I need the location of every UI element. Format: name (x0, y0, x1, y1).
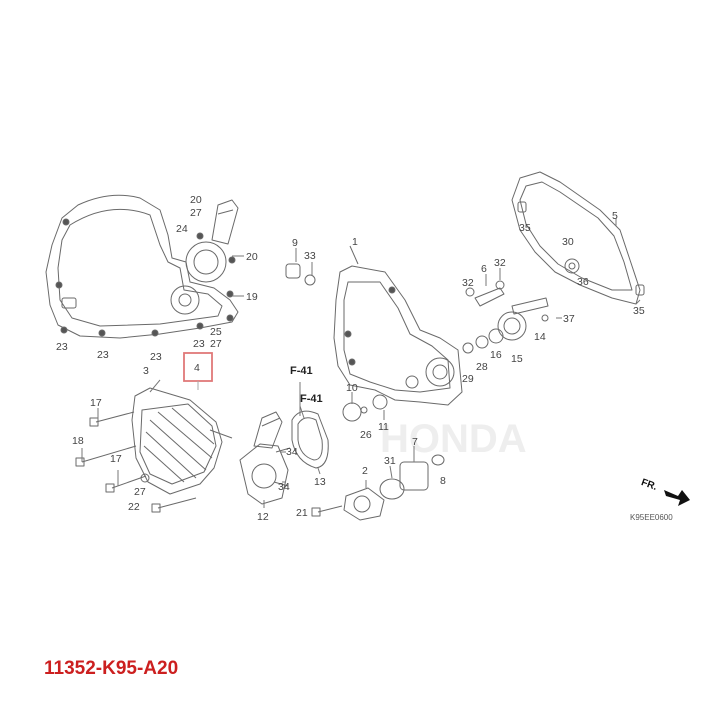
bolts-drawing (75, 411, 197, 513)
callout-label: 6 (481, 263, 487, 275)
pump-gasket-drawing (291, 410, 329, 469)
callout-label: 35 (633, 305, 645, 317)
callout-label: 34 (278, 481, 290, 493)
callout-label: 30 (562, 236, 574, 248)
callout-label: 26 (360, 429, 372, 441)
ref-label: F-41 (300, 393, 323, 405)
leader-lines (81, 218, 641, 508)
callout-label: 9 (292, 237, 298, 249)
callout-label: 31 (384, 455, 396, 467)
part-number-label: 11352-K95-A20 (44, 658, 179, 679)
callout-label: 36 (577, 276, 589, 288)
callout-label: 29 (462, 373, 474, 385)
diagram-code: K95EE0600 (630, 513, 673, 522)
callout-label: 10 (346, 382, 358, 394)
crankcase-assembly-drawing (333, 245, 463, 406)
callout-label: 8 (440, 475, 446, 487)
ref-label: F-41 (290, 365, 313, 377)
callout-label: 23 (193, 338, 205, 350)
outer-cover-drawing (131, 387, 233, 495)
shaft-gear-drawing (462, 258, 580, 354)
callout-label: 15 (511, 353, 523, 365)
callout-label: 28 (476, 361, 488, 373)
callout-label: 3 (143, 365, 149, 377)
callout-label: 21 (296, 507, 308, 519)
callout-label: 16 (490, 349, 502, 361)
callout-label: 4 (194, 362, 200, 374)
callout-label: 12 (257, 511, 269, 523)
callout-label: 7 (412, 436, 418, 448)
callout-label: 23 (97, 349, 109, 361)
callout-label: 17 (90, 397, 102, 409)
callout-label: 24 (176, 223, 188, 235)
callout-label: 19 (246, 291, 258, 303)
forward-arrow: FR. (640, 477, 690, 506)
crankcase-cover-drawing (45, 194, 239, 339)
callout-label: 20 (246, 251, 258, 263)
water-pump-drawing (239, 411, 291, 505)
callout-label: 22 (128, 501, 140, 513)
callout-label: 1 (352, 236, 358, 248)
callout-label: 2 (362, 465, 368, 477)
callout-label: 17 (110, 453, 122, 465)
callout-label: 27 (190, 207, 202, 219)
svg-text:FR.: FR. (640, 477, 659, 493)
callout-label: 27 (134, 486, 146, 498)
callout-label: 32 (494, 257, 506, 269)
oil-cap-drawing (285, 263, 316, 286)
callout-label: 23 (56, 341, 68, 353)
callout-label: 27 (210, 338, 222, 350)
callout-label: 33 (304, 250, 316, 262)
callout-label: 14 (534, 331, 546, 343)
honda-watermark: HONDA (380, 417, 527, 461)
highlighted-callout: 4 (183, 352, 213, 390)
callout-label: 32 (462, 277, 474, 289)
callout-label: 34 (286, 446, 298, 458)
callout-label: 18 (72, 435, 84, 447)
callout-label: 5 (612, 210, 618, 222)
callout-label: 23 (150, 351, 162, 363)
oil-filter-drawing (311, 454, 445, 521)
callout-label: 25 (210, 326, 222, 338)
callout-label: 35 (519, 222, 531, 234)
callout-label: 37 (563, 313, 575, 325)
callout-labels: 1 2 3 5 6 7 8 9 10 11 12 13 14 15 16 17 … (56, 194, 645, 523)
arrow-icon (664, 490, 690, 506)
callout-label: 11 (378, 421, 389, 433)
callout-label: 20 (190, 194, 202, 206)
callout-label: 13 (314, 476, 326, 488)
